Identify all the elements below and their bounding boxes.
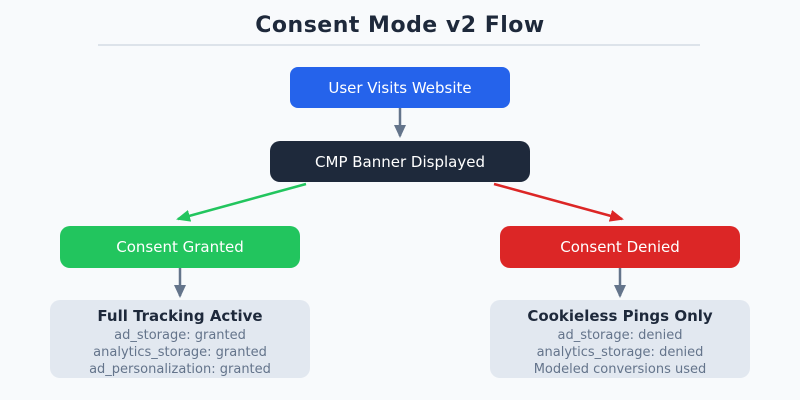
arrow-cmp-to-granted <box>176 182 307 222</box>
panel-cookieless-pings-title: Cookieless Pings Only <box>527 307 713 325</box>
node-consent-granted-label: Consent Granted <box>116 238 244 256</box>
panel-cookieless-pings: Cookieless Pings Only ad_storage: denied… <box>490 300 750 378</box>
arrow-cmp-to-denied <box>493 182 624 222</box>
panel-full-tracking-line-3: ad_personalization: granted <box>89 362 271 377</box>
node-consent-denied-label: Consent Denied <box>560 238 680 256</box>
node-consent-granted: Consent Granted <box>60 226 300 268</box>
panel-full-tracking-line-1: ad_storage: granted <box>114 328 246 343</box>
node-consent-denied: Consent Denied <box>500 226 740 268</box>
panel-full-tracking-active: Full Tracking Active ad_storage: granted… <box>50 300 310 378</box>
node-cmp-banner-displayed: CMP Banner Displayed <box>270 141 530 182</box>
panel-cookieless-pings-line-3: Modeled conversions used <box>533 362 707 377</box>
panel-full-tracking-title: Full Tracking Active <box>97 307 263 325</box>
title-divider <box>98 44 700 46</box>
panel-full-tracking-line-2: analytics_storage: granted <box>93 345 267 360</box>
page-title: Consent Mode v2 Flow <box>255 13 545 38</box>
node-user-visits-website: User Visits Website <box>290 67 510 108</box>
node-cmp-banner-displayed-label: CMP Banner Displayed <box>315 152 485 171</box>
panel-cookieless-pings-line-1: ad_storage: denied <box>557 328 683 343</box>
node-user-visits-website-label: User Visits Website <box>328 78 472 97</box>
panel-cookieless-pings-line-2: analytics_storage: denied <box>536 345 704 360</box>
